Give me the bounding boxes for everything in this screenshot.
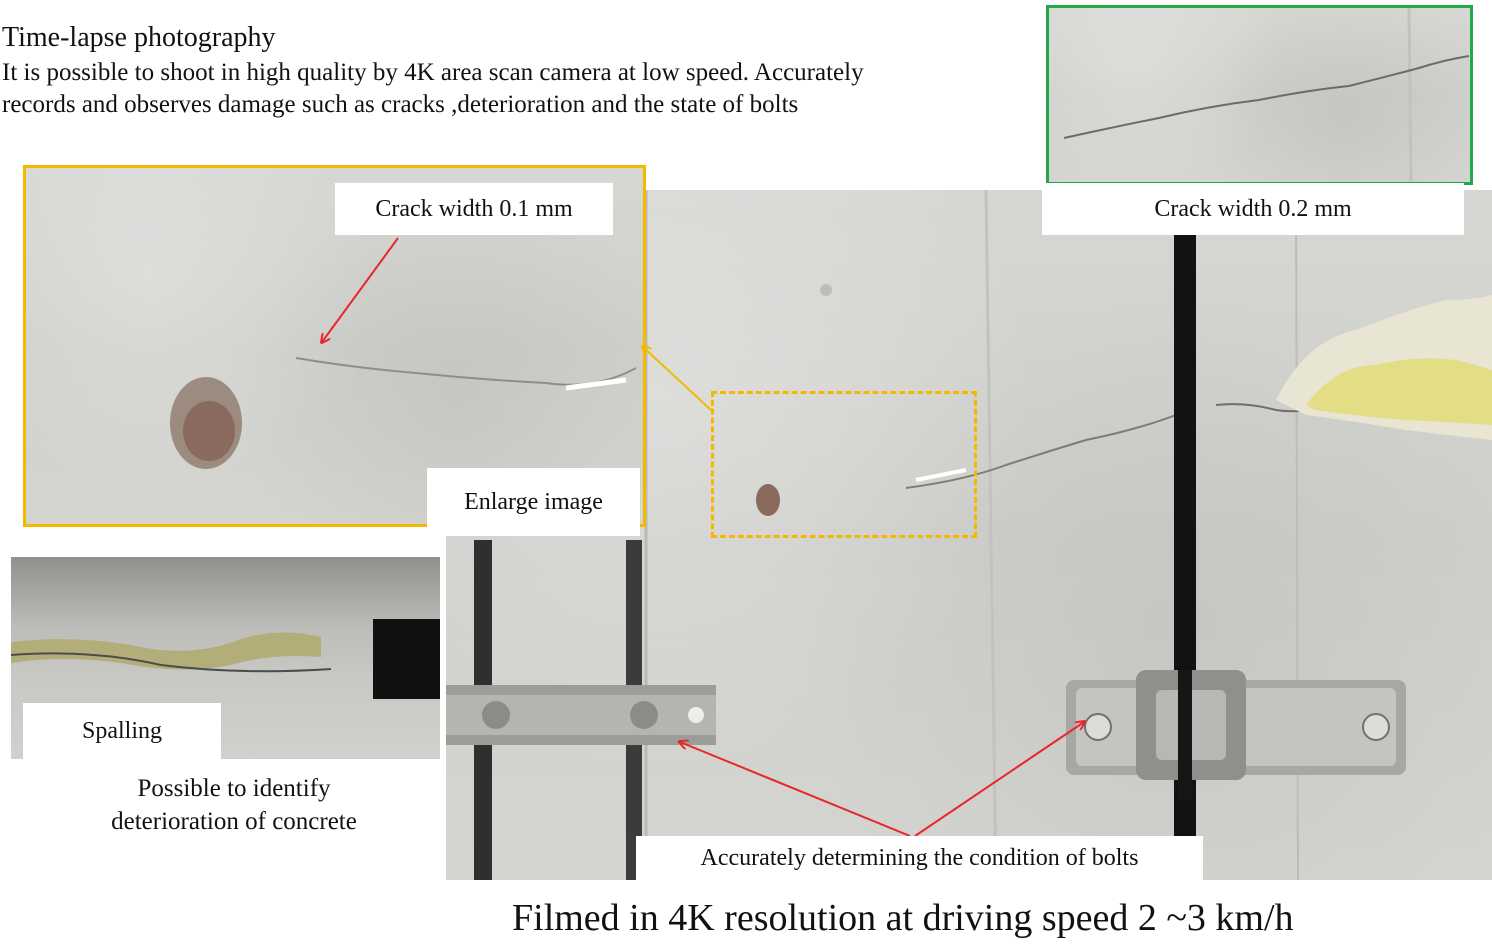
spalling-note: Possible to identify deterioration of co… <box>96 772 372 838</box>
spalling-photo-drawing <box>11 619 440 699</box>
page-title: Time-lapse photography <box>2 22 276 53</box>
enlarged-photo-drawing <box>170 357 637 469</box>
crack-width-02-label: Crack width 0.2 mm <box>1042 183 1464 235</box>
crack-inset-drawing <box>1063 8 1470 182</box>
spalling-note-line-2: deterioration of concrete <box>111 808 357 835</box>
main-photo-drawing <box>446 190 1492 880</box>
zoom-selection-box <box>711 391 977 538</box>
spalling-label: Spalling <box>23 703 221 759</box>
spalling-note-line-1: Possible to identify <box>137 775 331 802</box>
bolts-condition-label: Accurately determining the condition of … <box>636 836 1203 880</box>
bottom-caption: Filmed in 4K resolution at driving speed… <box>512 897 1294 939</box>
crack-inset-photo <box>1046 5 1473 185</box>
description-line-1: It is possible to shoot in high quality … <box>2 59 864 86</box>
description-line-2: records and observes damage such as crac… <box>2 91 799 118</box>
enlarge-image-label: Enlarge image <box>427 468 640 536</box>
crack-width-01-label: Crack width 0.1 mm <box>335 183 613 235</box>
